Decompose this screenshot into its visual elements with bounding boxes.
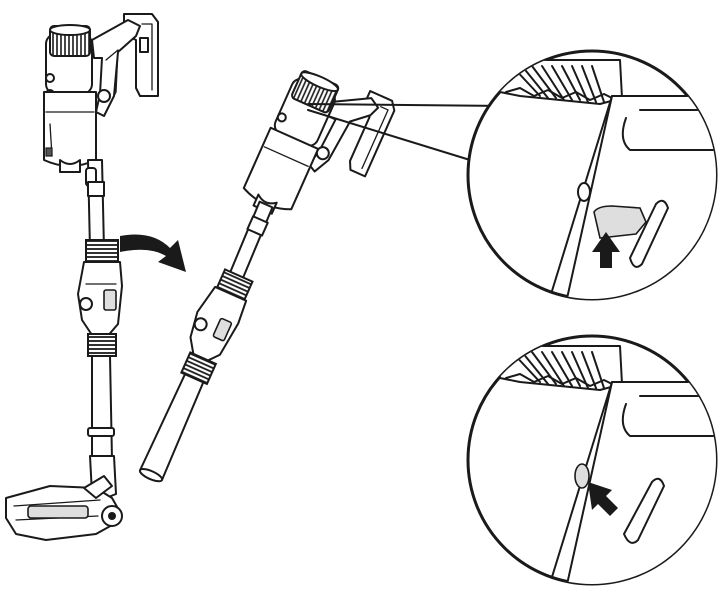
vacuum-tilted [138,70,396,483]
lower-wand [87,355,117,499]
vacuum-handle [91,19,141,117]
upper-wand [85,159,119,265]
zoom-detail-press-button [466,334,718,586]
dust-bin [43,91,97,173]
zoom-detail-release-tab [466,49,718,301]
curved-arrow-icon [120,234,186,272]
callout-lines [307,103,509,161]
motor-head [45,24,93,99]
floor-head [5,475,123,541]
wand-joint [77,261,123,357]
vacuum-upright [5,13,159,541]
